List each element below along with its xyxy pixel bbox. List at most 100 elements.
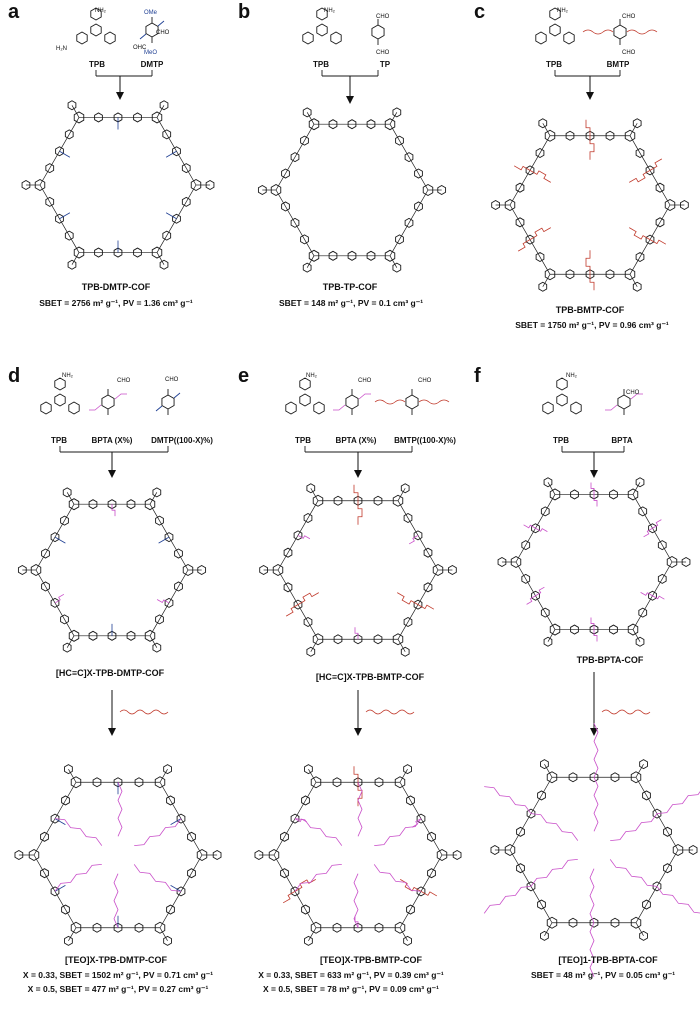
cof-linker-ring [373,634,383,645]
teo-side-chain [629,170,651,183]
cof-linker-ring [347,119,357,130]
propargyl-side-group [54,593,65,604]
aldehyde-ring [161,394,175,410]
cof-outer-ring [163,764,172,775]
panel-e-letter: e [238,365,250,387]
teo-chain [582,29,614,35]
cof-node-ring [510,555,522,569]
ohc-label-a: OHC [133,45,147,51]
tpb-arm-ring [76,31,88,45]
cof-linker-ring [403,513,413,524]
cof-node-ring [664,198,676,212]
cof-node-ring [308,118,320,131]
teo-click-chain [530,859,578,887]
teo-click-chain [353,873,359,928]
tpb-arm-ring [54,377,66,391]
cof-stub [547,629,556,642]
cof-linker-ring [172,146,181,157]
cof-node-ring [272,563,284,577]
cof-stub [544,763,553,778]
teo-click-chain [357,782,363,837]
panel-c-letter: c [474,1,486,23]
propargyl-side-group [652,519,662,529]
cof-outer-ring [254,849,264,861]
panel-b-letter: b [238,1,251,23]
teo-click-chain [483,885,532,914]
teo-click-chain [54,864,102,892]
cof-linker-ring [290,813,300,824]
teo-click-chain [134,818,182,846]
cof-stub [306,255,315,268]
teo-side-chain [294,879,316,892]
methoxy-group [158,536,170,544]
nh2-label-f: NH₂ [566,373,577,379]
teo-click-chain [374,818,422,846]
cof-outer-ring [639,930,648,941]
cof-linker-ring [60,515,69,526]
cof-linker-ring [187,831,196,842]
cof-stub [159,768,168,783]
propargyl-group [114,393,127,400]
cof-linker-ring [526,808,536,819]
cof-outer-ring [403,935,412,946]
cof-linker-ring [655,182,665,193]
cof-node-ring [666,555,678,569]
cof-outer-ring [400,646,410,657]
cof-linker-ring [40,868,49,879]
cof-stub [149,492,158,505]
teo-side-chain [297,592,319,605]
bond [173,392,181,399]
teo-chain [418,399,450,405]
cof-outer-ring [306,483,316,494]
cof-node-ring [144,498,156,511]
cof-stub [71,105,80,118]
cof-linker-ring [638,506,648,517]
cof-node-ring [196,848,208,862]
cof-outer-ring [205,179,215,191]
cof-outer-ring [163,935,172,946]
propargyl-side-group [408,535,419,545]
panel-b-cof-name: TPB-TP-COF [322,282,378,292]
teo-side-chain [420,891,438,897]
cof-node-ring [70,921,82,934]
cof-stub [547,482,556,495]
teo-side-chain [649,158,663,171]
cof-linker-ring [174,581,183,592]
cof-linker-ring [655,217,665,228]
propargyl-side-group [640,592,653,597]
propargyl-side-group [652,595,665,600]
cof-stub [632,482,641,495]
cho-label-c-bottom: CHO [622,50,636,56]
cof-linker-ring [403,616,413,627]
cof-node-ring [624,268,636,281]
cof-node-ring [627,623,639,636]
propargyl-side-group [593,629,598,642]
cof-linker-ring [642,790,651,801]
cof-stub [156,105,165,118]
cof-linker-ring [162,129,172,140]
nh2-label-b: NH₂ [324,8,335,14]
cof-linker-ring [133,112,142,123]
teo-click-chain [530,813,579,841]
cof-outer-ring [302,107,312,118]
cof-linker-ring [537,899,546,910]
cof-stub [68,927,77,942]
cof-linker-ring [290,152,300,163]
cof-outer-ring [437,184,447,196]
cof-linker-ring [570,489,579,500]
cof-linker-ring [181,196,191,207]
teo-click-chain [54,818,103,846]
panel-f-stats: SBET = 48 m² g⁻¹, PV = 0.05 cm³ g⁻¹ [530,970,676,980]
cof-linker-ring [181,163,191,174]
cof-node-ring [312,633,324,646]
cof-outer-ring [540,759,549,770]
cof-linker-ring [92,922,102,933]
tpb-arm-ring [313,401,325,415]
cof-linker-ring [535,251,545,262]
aldehyde-ring [101,394,115,410]
tpb-core-ring [90,23,102,37]
cof-node-ring [394,921,406,934]
cof-outer-ring [635,477,645,488]
cof-outer-ring [400,483,410,494]
